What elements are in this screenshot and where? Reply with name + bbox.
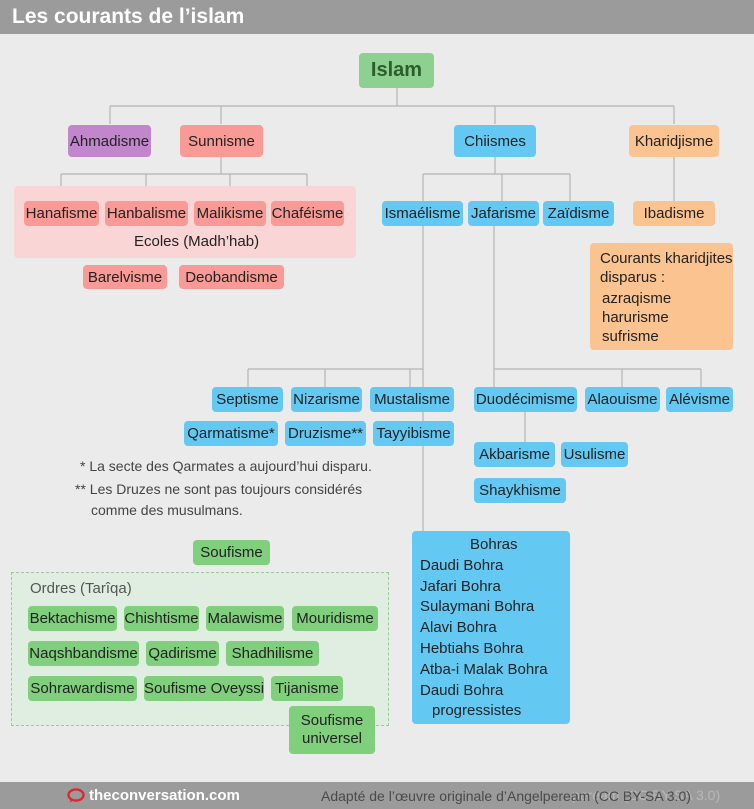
node-soufisme-oveyssi: Soufisme Oveyssi xyxy=(144,676,264,701)
node-soufisme-universel: Soufisme universel xyxy=(289,706,375,754)
footer xyxy=(0,782,754,809)
node-septisme: Septisme xyxy=(212,387,283,412)
list-item: Sulaymani Bohra xyxy=(420,598,535,616)
node-kharidjisme: Kharidjisme xyxy=(629,125,719,157)
node-malawisme: Malawisme xyxy=(206,606,284,631)
list-item: Atba-i Malak Bohra xyxy=(420,660,548,678)
conversation-logo-icon xyxy=(67,788,85,803)
node-malikisme: Malikisme xyxy=(194,201,266,226)
node-ismaelisme: Ismaélisme xyxy=(382,201,463,226)
kharidjites-heading-2: disparus : xyxy=(600,269,666,286)
note-druzes-2: comme des musulmans. xyxy=(91,502,243,518)
footer-credit: Adapté de l’œuvre originale d’Angelperea… xyxy=(321,788,691,804)
page-title: Les courants de l’islam xyxy=(0,0,754,34)
list-item: progressistes xyxy=(432,702,522,720)
node-tayyibisme: Tayyibisme xyxy=(373,421,454,446)
node-chiismes: Chiismes xyxy=(454,125,536,157)
ecoles-label: Ecoles (Madh’hab) xyxy=(134,233,260,250)
node-hanbalisme: Hanbalisme xyxy=(105,201,188,226)
node-ibadisme: Ibadisme xyxy=(633,201,715,226)
bohras-box: Bohras Daudi Bohra Jafari Bohra Sulayman… xyxy=(412,531,570,724)
bohras-heading: Bohras xyxy=(470,536,518,553)
node-islam: Islam xyxy=(359,53,434,88)
node-alaouisme: Alaouisme xyxy=(585,387,660,412)
list-item: Daudi Bohra xyxy=(420,556,504,574)
node-zaidisme: Zaïdisme xyxy=(543,201,614,226)
node-chafeisme: Chaféisme xyxy=(271,201,344,226)
node-barelvisme: Barelvisme xyxy=(83,265,167,289)
node-qadirisme: Qadirisme xyxy=(146,641,219,666)
list-item: sufrisme xyxy=(602,328,659,345)
list-item: azraqisme xyxy=(602,290,672,307)
node-sohrawardisme: Sohrawardisme xyxy=(28,676,137,701)
node-druzisme: Druzisme** xyxy=(285,421,366,446)
ordres-label: Ordres (Tarîqa) xyxy=(30,580,132,597)
node-shaykhisme: Shaykhisme xyxy=(474,478,566,503)
node-deobandisme: Deobandisme xyxy=(179,265,284,289)
node-alevisme: Alévisme xyxy=(666,387,733,412)
list-item: Jafari Bohra xyxy=(420,577,501,595)
footer-credit-ghost: peream (CC BY-SA 3.0) xyxy=(572,787,721,803)
node-duodecimisme: Duodécimisme xyxy=(474,387,577,412)
node-sunnisme: Sunnisme xyxy=(180,125,263,157)
node-mouridisme: Mouridisme xyxy=(292,606,378,631)
node-akbarisme: Akbarisme xyxy=(474,442,555,467)
node-hanafisme: Hanafisme xyxy=(24,201,99,226)
node-tijanisme: Tijanisme xyxy=(271,676,343,701)
node-ahmadisme: Ahmadisme xyxy=(68,125,151,157)
node-jafarisme: Jafarisme xyxy=(468,201,539,226)
footer-brand[interactable]: theconversation.com xyxy=(89,787,240,804)
node-qarmatisme: Qarmatisme* xyxy=(184,421,278,446)
node-nizarisme: Nizarisme xyxy=(291,387,362,412)
node-mustalisme: Mustalisme xyxy=(370,387,454,412)
node-soufisme: Soufisme xyxy=(193,540,270,565)
node-bektachisme: Bektachisme xyxy=(28,606,117,631)
node-usulisme: Usulisme xyxy=(561,442,628,467)
node-shadhilisme: Shadhilisme xyxy=(226,641,319,666)
list-item: Alavi Bohra xyxy=(420,619,497,637)
node-chishtisme: Chishtisme xyxy=(124,606,199,631)
note-qarmates: * La secte des Qarmates a aujourd’hui di… xyxy=(80,458,372,474)
list-item: harurisme xyxy=(602,309,669,326)
note-druzes-1: ** Les Druzes ne sont pas toujours consi… xyxy=(75,481,363,497)
list-item: Hebtiahs Bohra xyxy=(420,639,524,657)
kharidjites-heading-1: Courants kharidjites xyxy=(600,250,733,267)
kharidjites-disparus-box: Courants kharidjites disparus : azraqism… xyxy=(590,243,733,350)
list-item: Daudi Bohra xyxy=(420,681,504,699)
node-naqshbandisme: Naqshbandisme xyxy=(28,641,139,666)
